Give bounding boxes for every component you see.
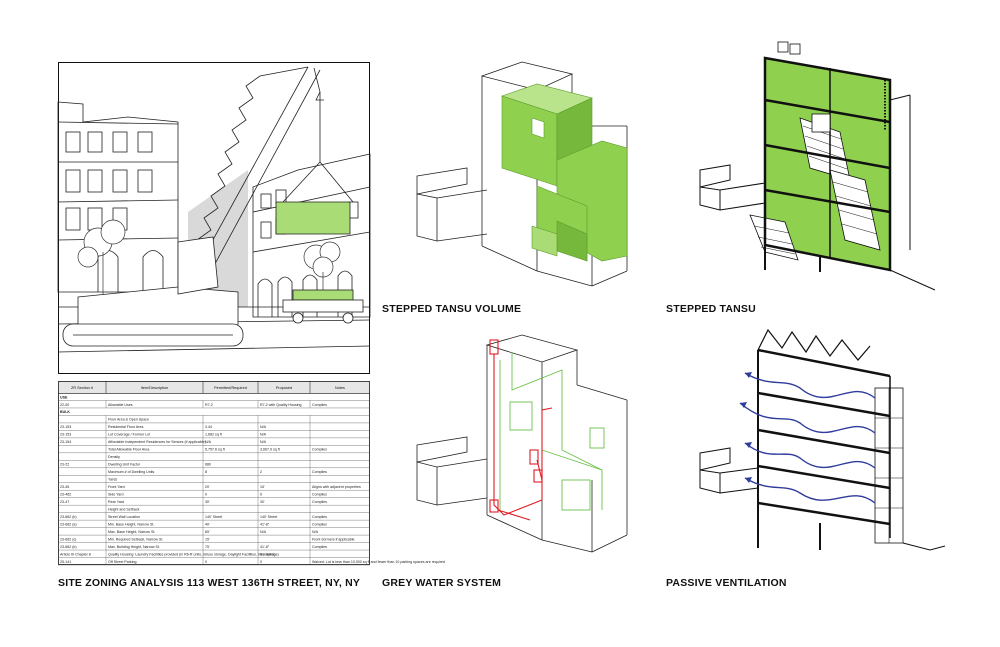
zoning-cell: 23-662 (b) xyxy=(60,545,77,549)
zoning-header-0: ZR Section # xyxy=(71,386,94,390)
zoning-cell: Complies xyxy=(312,470,327,474)
zoning-cell: BULK xyxy=(60,410,70,414)
zoning-cell: Min. Required Setback, Narrow St. xyxy=(108,537,163,541)
zoning-cell: Min. Base Height, Narrow St. xyxy=(108,522,154,526)
zoning-cell: N/A xyxy=(205,440,212,444)
zoning-cell: Max. Building Height, Narrow St. xyxy=(108,545,160,549)
zoning-cell: Complies xyxy=(312,492,327,496)
zoning-cell: 23-662 (b) xyxy=(60,515,77,519)
zoning-cell: N/A xyxy=(260,530,267,534)
grey-water-system-diagram xyxy=(412,330,644,560)
zoning-cell: 23-462 xyxy=(60,492,71,496)
zoning-cell: Complies xyxy=(312,403,327,407)
zoning-cell: 20' xyxy=(205,485,210,489)
zoning-cell: 3.44 xyxy=(205,425,212,429)
zoning-cell: 0 xyxy=(260,492,262,496)
zoning-cell: Density xyxy=(108,455,120,459)
zoning-cell: 140' Street xyxy=(260,515,277,519)
zoning-cell: 0 xyxy=(260,560,262,564)
zoning-cell: 75' xyxy=(205,545,210,549)
zoning-cell: Complies xyxy=(312,522,327,526)
zoning-cell: 2 xyxy=(260,470,262,474)
zoning-cell: Complies xyxy=(312,448,327,452)
zoning-cell: Rear Yard xyxy=(108,500,124,504)
zoning-cell: 23-22 xyxy=(60,463,69,467)
zoning-header-3: Proposed xyxy=(276,386,292,390)
zoning-cell: 23-662 (c) xyxy=(60,537,76,541)
zoning-cell: 680 xyxy=(205,463,211,467)
zoning-cell: Complies xyxy=(312,515,327,519)
zoning-cell: 40' xyxy=(205,522,210,526)
zoning-cell: 25-141 xyxy=(60,560,71,564)
zoning-cell: Yards xyxy=(108,478,117,482)
zoning-cell: 30' xyxy=(260,500,265,504)
zoning-cell: 8 xyxy=(205,470,207,474)
zoning-cell: Off Street Parking xyxy=(108,560,137,564)
zoning-cell: Complies xyxy=(260,552,275,556)
zoning-cell: 140' Street xyxy=(205,515,222,519)
zoning-cell: Front dormers if applicable xyxy=(312,537,355,541)
zoning-header-4: Notes xyxy=(335,386,345,390)
zoning-cell: 0 xyxy=(205,560,207,564)
caption-passive-ventilation: PASSIVE VENTILATION xyxy=(666,577,787,589)
caption-stepped-tansu: STEPPED TANSU xyxy=(666,303,756,315)
zoning-cell: Aligns with adjacent properties xyxy=(312,485,361,489)
site-crane-rendering xyxy=(57,62,371,374)
zoning-cell: R7-2 xyxy=(205,403,213,407)
caption-grey-water-system: GREY WATER SYSTEM xyxy=(382,577,502,589)
zoning-cell: R7-2 with Quality Housing xyxy=(260,403,302,407)
zoning-header-1: Item/Description xyxy=(141,386,168,390)
zoning-cell: Waived: Lot is less than 10,000 sq ft an… xyxy=(312,560,445,564)
zoning-cell: 1,682 sq ft xyxy=(205,433,222,437)
zoning-cell: Street Wall Location xyxy=(108,515,140,519)
zoning-cell: Article III Chapter 8 xyxy=(60,552,91,556)
zoning-cell: Complies xyxy=(312,545,327,549)
zoning-cell: 23-153 xyxy=(60,425,71,429)
zoning-cell: N/A xyxy=(312,530,319,534)
zoning-cell: 15' xyxy=(260,485,265,489)
zoning-cell: 22-00 xyxy=(60,403,69,407)
zoning-cell: 5,757.6 sq ft xyxy=(205,448,225,452)
zoning-cell: 41'-8" xyxy=(260,522,270,526)
caption-stepped-tansu-volume: STEPPED TANSU VOLUME xyxy=(382,303,522,315)
zoning-cell: Front Yard xyxy=(108,485,125,489)
zoning-cell: Affordable Independent Residences for Se… xyxy=(108,440,206,444)
zoning-cell: 65' xyxy=(205,530,210,534)
zoning-cell: Quality Housing: Laundry Facilities prov… xyxy=(108,552,279,556)
zoning-cell: 23-153 xyxy=(60,433,71,437)
zoning-cell: Total Allowable Floor Area xyxy=(108,448,149,452)
zoning-cell: 15' xyxy=(205,537,210,541)
zoning-cell: Side Yard xyxy=(108,492,123,496)
zoning-cell: 23-45 xyxy=(60,485,69,489)
zoning-cell: 30' xyxy=(205,500,210,504)
zoning-cell: Complies xyxy=(312,500,327,504)
zoning-cell: Floor Area & Open Space xyxy=(108,418,149,422)
zoning-cell: 3,667.9 sq ft xyxy=(260,448,280,452)
caption-site-zoning-analysis: SITE ZONING ANALYSIS 113 WEST 136TH STRE… xyxy=(58,577,361,589)
stepped-tansu-volume-diagram xyxy=(412,56,644,300)
zoning-cell: Residential Floor Area xyxy=(108,425,143,429)
zoning-cell: 23-47 xyxy=(60,500,69,504)
zoning-cell: 41'-8" xyxy=(260,545,270,549)
stepped-tansu-diagram xyxy=(690,40,950,302)
zoning-cell: Maximum # of Dwelling Units xyxy=(108,470,155,474)
zoning-cell: Allowable Uses xyxy=(108,403,133,407)
zoning-cell: Lot Coverage / Former Lot xyxy=(108,433,150,437)
zoning-cell: Max. Base Height, Narrow St. xyxy=(108,530,155,534)
zoning-cell: 0 xyxy=(205,492,207,496)
zoning-cell: 23-154 xyxy=(60,440,71,444)
zoning-cell: Dwelling Unit Factor xyxy=(108,463,141,467)
zoning-cell: 23-662 (a) xyxy=(60,522,77,526)
zoning-cell: N/A xyxy=(260,440,267,444)
zoning-cell: N/A xyxy=(260,425,267,429)
zoning-cell: USE xyxy=(60,395,68,399)
zoning-cell: N/A xyxy=(260,433,267,437)
zoning-cell: Height and Setback xyxy=(108,507,140,511)
zoning-header-2: Permitted/Required xyxy=(214,386,247,390)
zoning-table: ZR Section # Item/Description Permitted/Re… xyxy=(58,381,445,566)
passive-ventilation-diagram xyxy=(690,318,950,566)
